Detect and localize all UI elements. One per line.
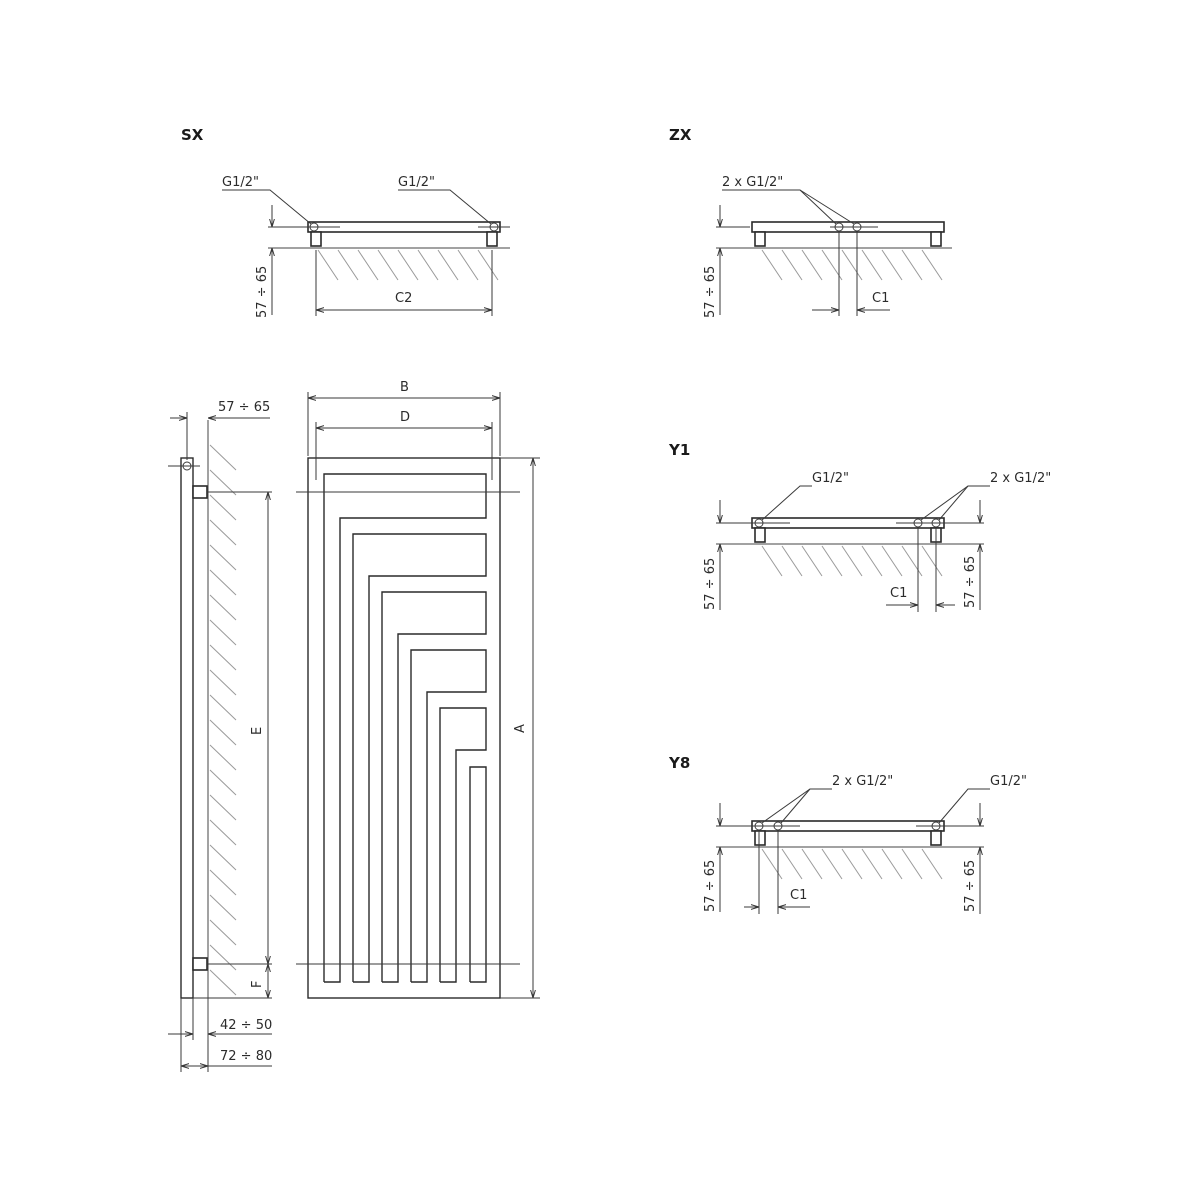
y1-right-connection-label: 2 x G1/2" (990, 471, 1051, 486)
y8-left-offset-dim-label: 57 ÷ 65 (703, 860, 718, 912)
sx-view: SX G1/2" G1/2" 57 ÷ 65 C2 (181, 126, 510, 318)
y1-title: Y1 (668, 441, 690, 459)
zx-connection-label: 2 x G1/2" (722, 175, 783, 190)
y1-c1-dim-label: C1 (890, 586, 907, 601)
sx-left-connection-label: G1/2" (222, 175, 259, 190)
side-top-dim-label: 57 ÷ 65 (218, 400, 270, 415)
zx-wall-hatch (761, 249, 943, 281)
y8-title: Y8 (668, 754, 690, 772)
y8-left-bracket (754, 830, 766, 846)
sx-right-bracket (486, 231, 498, 247)
side-wall-hatch (209, 444, 237, 996)
y1-right-offset-dim-label: 57 ÷ 65 (963, 556, 978, 608)
sx-wall-hatch (317, 249, 499, 281)
side-radiator-profile (180, 457, 194, 999)
y1-left-connection-label: G1/2" (812, 471, 849, 486)
sx-right-connection-label: G1/2" (398, 175, 435, 190)
zx-offset-dim-label: 57 ÷ 65 (703, 266, 718, 318)
y8-right-connection-label: G1/2" (990, 774, 1027, 789)
front-b-dim-label: B (400, 380, 409, 395)
side-bottom-bracket (192, 957, 208, 971)
zx-right-bracket (930, 231, 942, 247)
sx-c2-dim-label: C2 (395, 291, 412, 306)
front-tube-2 (352, 533, 487, 983)
y8-wall-hatch (761, 848, 943, 880)
y8-right-bracket (930, 830, 942, 846)
side-f-dim-label: F (250, 981, 265, 988)
side-e-dim-label: E (250, 727, 265, 735)
y8-right-offset-dim-label: 57 ÷ 65 (963, 860, 978, 912)
y8-c1-dim-label: C1 (790, 888, 807, 903)
sx-title: SX (181, 126, 204, 144)
side-depth1-dim-label: 42 ÷ 50 (220, 1018, 272, 1033)
y1-left-offset-dim-label: 57 ÷ 65 (703, 558, 718, 610)
sx-left-bracket (310, 231, 322, 247)
y1-left-bracket (754, 527, 766, 543)
front-d-dim-label: D (400, 410, 410, 425)
zx-left-bracket (754, 231, 766, 247)
zx-c1-dim-label: C1 (872, 291, 889, 306)
front-tube-3 (381, 591, 487, 983)
y1-wall-hatch (761, 545, 943, 577)
front-tube-6 (469, 766, 487, 983)
front-tube-1 (323, 473, 487, 983)
zx-title: ZX (669, 126, 692, 144)
front-tube-4 (410, 649, 487, 983)
y8-left-connection-label: 2 x G1/2" (832, 774, 893, 789)
side-depth2-dim-label: 72 ÷ 80 (220, 1049, 272, 1064)
y1-view: Y1 G1/2" 2 x G1/2" 57 ÷ 65 57 ÷ 65 (668, 441, 1051, 612)
side-top-bracket (192, 485, 208, 499)
side-view: 57 ÷ 65 E F 42 ÷ 50 72 ÷ 80 (168, 400, 272, 1072)
front-a-dim-label: A (513, 724, 528, 733)
sx-offset-dim-label: 57 ÷ 65 (255, 266, 270, 318)
front-view: B D A (296, 380, 540, 999)
zx-view: ZX 2 x G1/2" 57 ÷ 65 C1 (669, 126, 952, 318)
y8-view: Y8 2 x G1/2" G1/2" 57 ÷ 65 57 ÷ 65 (668, 754, 1027, 914)
front-outer-frame (307, 457, 501, 999)
front-tube-5 (439, 707, 487, 983)
